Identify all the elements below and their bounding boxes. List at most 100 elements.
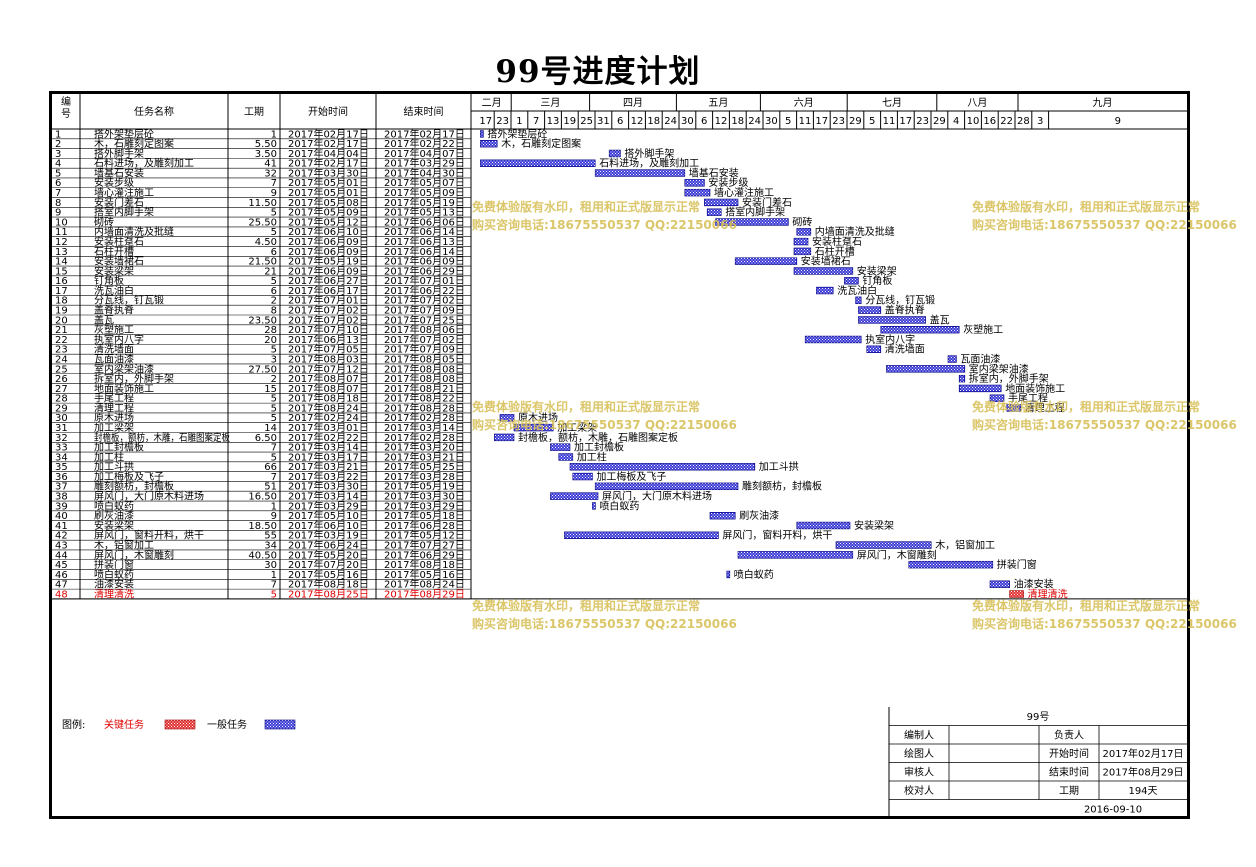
month-label-5: 六月 bbox=[794, 97, 814, 109]
task-duration: 18.50 bbox=[248, 521, 277, 532]
task-start: 2017年08月03日 bbox=[288, 352, 369, 365]
task-id: 32 bbox=[55, 433, 68, 444]
task-end: 2017年06月06日 bbox=[384, 215, 465, 228]
month-label-8: 九月 bbox=[1093, 97, 1113, 109]
task-id: 41 bbox=[55, 521, 68, 532]
task-id: 8 bbox=[55, 198, 61, 209]
task-end: 2017年07月25日 bbox=[384, 313, 465, 326]
task-id: 37 bbox=[55, 482, 68, 493]
tick-label: 30 bbox=[765, 116, 778, 127]
task-id: 4 bbox=[55, 159, 61, 170]
info-editor-label: 编制人 bbox=[904, 729, 934, 742]
task-name: 执室内八字 bbox=[94, 333, 144, 346]
task-start: 2017年06月13日 bbox=[288, 333, 369, 346]
task-end: 2017年07月09日 bbox=[384, 343, 465, 356]
task-name: 手尾工程 bbox=[94, 392, 134, 405]
task-id: 43 bbox=[55, 540, 68, 551]
task-bar bbox=[572, 472, 593, 481]
tick-label: 17 bbox=[815, 116, 828, 127]
task-name: 石柱开槽 bbox=[94, 245, 134, 258]
task-bar bbox=[855, 296, 862, 305]
task-end: 2017年03月29日 bbox=[384, 157, 465, 170]
task-bar bbox=[816, 286, 834, 295]
task-duration: 32 bbox=[264, 168, 277, 179]
task-bar bbox=[866, 345, 882, 353]
task-bar bbox=[793, 237, 809, 246]
task-bar-label: 墙基石安装 bbox=[689, 166, 739, 179]
watermark-line2: 购买咨询电话:18675550537 QQ:22150066 bbox=[472, 217, 737, 232]
task-duration: 1 bbox=[271, 129, 277, 140]
task-end: 2017年03月21日 bbox=[384, 450, 465, 463]
task-name: 搭外架垫层砼 bbox=[94, 127, 154, 140]
watermark-line1: 免费体验版有水印，租用和正式版显示正常 bbox=[972, 598, 1200, 613]
info-start-value: 2017年02月17日 bbox=[1103, 747, 1184, 760]
info-owner-label: 负责人 bbox=[1054, 729, 1084, 742]
task-duration: 23.50 bbox=[248, 315, 277, 326]
task-bar-label: 瓦面油漆 bbox=[960, 352, 1000, 365]
task-duration: 3 bbox=[271, 354, 277, 365]
task-bar bbox=[858, 306, 882, 314]
task-bar-label: 安装墙裙石 bbox=[801, 255, 851, 268]
task-bar bbox=[726, 570, 731, 579]
task-bar-label: 加工柱 bbox=[577, 450, 607, 463]
task-id: 10 bbox=[55, 217, 68, 228]
task-id: 31 bbox=[55, 423, 68, 434]
task-id: 5 bbox=[55, 168, 61, 179]
month-label-2: 三月 bbox=[540, 97, 560, 109]
task-bar-label: 安装梁架 bbox=[854, 519, 894, 532]
task-id: 12 bbox=[55, 237, 68, 248]
tick-label: 9 bbox=[1115, 116, 1121, 127]
task-duration: 5 bbox=[271, 276, 277, 287]
task-id: 38 bbox=[55, 492, 68, 503]
task-start: 2017年06月09日 bbox=[288, 235, 369, 248]
task-end: 2017年05月09日 bbox=[384, 186, 465, 199]
column-header-no-2: 号 bbox=[61, 108, 71, 120]
task-bar bbox=[494, 433, 515, 442]
legend-label: 图例: bbox=[62, 718, 85, 731]
watermark-line2: 购买咨询电话:18675550537 QQ:22150066 bbox=[472, 616, 737, 631]
task-id: 39 bbox=[55, 501, 68, 512]
task-bar-label: 内墙面清洗及批缝 bbox=[815, 225, 895, 238]
task-end: 2017年08月24日 bbox=[384, 578, 465, 591]
task-id: 24 bbox=[55, 354, 68, 365]
task-bar-label: 室内梁架油漆 bbox=[969, 362, 1029, 375]
task-end: 2017年07月02日 bbox=[384, 294, 465, 307]
task-start: 2017年05月20日 bbox=[288, 548, 369, 561]
tick-label: 23 bbox=[832, 116, 845, 127]
task-start: 2017年02月17日 bbox=[288, 127, 369, 140]
task-bar bbox=[734, 257, 798, 265]
task-end: 2017年08月08日 bbox=[384, 362, 465, 375]
task-start: 2017年07月10日 bbox=[288, 323, 369, 336]
task-end: 2017年05月07日 bbox=[384, 176, 465, 189]
task-bar bbox=[550, 492, 599, 500]
task-bar bbox=[793, 247, 812, 256]
task-bar-label: 拆室内，外脚手架 bbox=[969, 372, 1049, 385]
task-name: 洗瓦油白 bbox=[94, 284, 134, 297]
task-duration: 16.50 bbox=[248, 492, 277, 503]
task-end: 2017年06月13日 bbox=[384, 235, 465, 248]
task-id: 21 bbox=[55, 325, 68, 336]
tick-label: 10 bbox=[967, 116, 980, 127]
task-start: 2017年06月17日 bbox=[288, 284, 369, 297]
legend-critical-swatch bbox=[164, 719, 196, 730]
task-bar-label: 搭室内脚手架 bbox=[725, 206, 785, 219]
task-name: 墙基石安装 bbox=[94, 166, 144, 179]
task-end: 2017年02月28日 bbox=[384, 431, 465, 444]
task-duration: 7 bbox=[271, 580, 277, 591]
info-dur-label: 工期 bbox=[1059, 785, 1079, 797]
task-name: 加工梅板及飞子 bbox=[94, 470, 164, 483]
task-bar bbox=[564, 531, 719, 539]
task-bar bbox=[594, 482, 739, 491]
task-bar-label: 搭外架垫层砼 bbox=[487, 127, 547, 140]
task-end: 2017年02月17日 bbox=[384, 127, 465, 140]
tick-label: 13 bbox=[547, 116, 560, 127]
task-duration: 5.50 bbox=[255, 139, 277, 150]
info-checker-label: 校对人 bbox=[904, 784, 934, 797]
task-bar-label: 地面装饰施工 bbox=[1005, 382, 1065, 395]
task-id: 22 bbox=[55, 335, 68, 346]
task-name: 安装柱趸石 bbox=[94, 235, 144, 248]
task-end: 2017年03月20日 bbox=[384, 441, 465, 454]
task-start: 2017年05月10日 bbox=[288, 509, 369, 522]
task-duration: 5 bbox=[271, 227, 277, 238]
task-name: 拆室内，外脚手架 bbox=[94, 372, 174, 385]
